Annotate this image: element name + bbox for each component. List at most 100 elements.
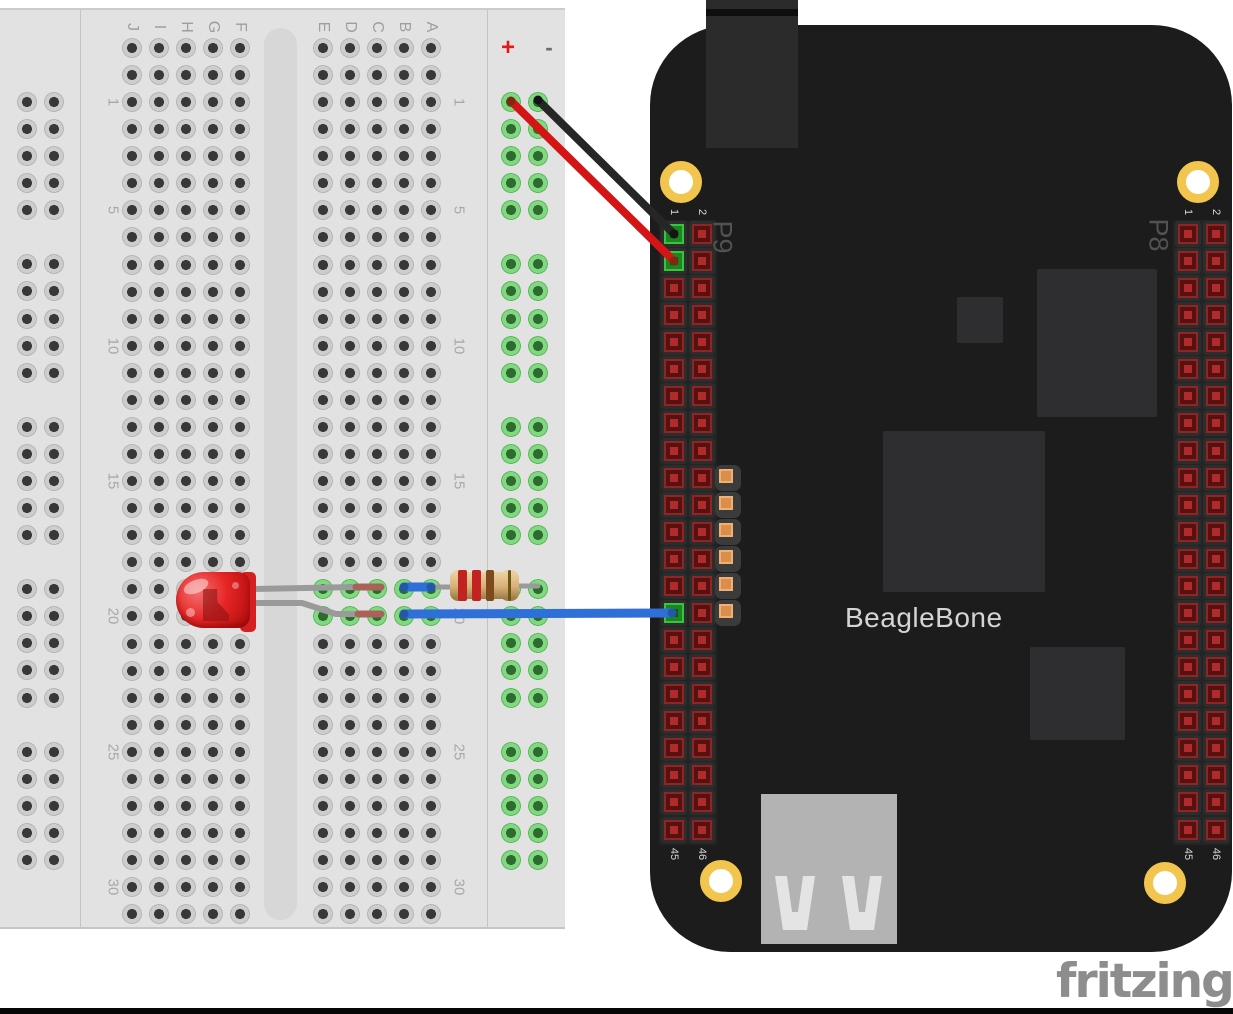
breadboard-hole[interactable] xyxy=(340,525,360,546)
rail-hole[interactable] xyxy=(17,498,37,519)
breadboard-hole[interactable] xyxy=(203,308,223,329)
p8-pin[interactable] xyxy=(1178,575,1198,596)
rail-hole[interactable] xyxy=(44,443,64,464)
breadboard-hole[interactable] xyxy=(203,904,223,925)
breadboard-hole[interactable] xyxy=(421,795,441,816)
breadboard-hole[interactable] xyxy=(122,335,142,356)
breadboard-hole[interactable] xyxy=(230,498,250,519)
breadboard-hole[interactable] xyxy=(367,308,387,329)
p9-pin[interactable] xyxy=(692,440,712,461)
rail-hole[interactable] xyxy=(501,768,521,789)
breadboard-hole[interactable] xyxy=(367,146,387,167)
breadboard-hole[interactable] xyxy=(421,200,441,221)
breadboard-hole[interactable] xyxy=(203,200,223,221)
breadboard-hole[interactable] xyxy=(367,850,387,871)
rail-hole[interactable] xyxy=(501,822,521,843)
rail-hole[interactable] xyxy=(17,687,37,708)
breadboard-hole[interactable] xyxy=(340,335,360,356)
breadboard-hole[interactable] xyxy=(176,633,196,654)
breadboard-hole[interactable] xyxy=(313,850,333,871)
breadboard-hole[interactable] xyxy=(176,65,196,86)
breadboard-hole[interactable] xyxy=(394,714,414,735)
breadboard-hole[interactable] xyxy=(313,552,333,573)
breadboard-hole[interactable] xyxy=(340,823,360,844)
breadboard-hole[interactable] xyxy=(149,146,169,167)
rail-hole[interactable] xyxy=(17,795,37,816)
breadboard-hole[interactable] xyxy=(149,606,169,627)
p8-pin[interactable] xyxy=(1178,440,1198,461)
breadboard-hole[interactable] xyxy=(122,904,142,925)
breadboard-hole[interactable] xyxy=(122,823,142,844)
breadboard-hole[interactable] xyxy=(230,254,250,275)
p9-pin[interactable] xyxy=(692,305,712,326)
breadboard-hole[interactable] xyxy=(230,38,250,58)
p9-pin[interactable] xyxy=(692,521,712,542)
rail-hole[interactable] xyxy=(44,254,64,275)
breadboard-hole[interactable] xyxy=(230,795,250,816)
breadboard-hole[interactable] xyxy=(230,335,250,356)
breadboard-hole[interactable] xyxy=(367,823,387,844)
breadboard-hole[interactable] xyxy=(340,768,360,789)
breadboard-hole[interactable] xyxy=(313,173,333,194)
breadboard-hole[interactable] xyxy=(203,795,223,816)
breadboard-hole[interactable] xyxy=(340,281,360,302)
breadboard-hole[interactable] xyxy=(313,254,333,275)
rail-hole[interactable] xyxy=(501,606,521,627)
p9-pin[interactable] xyxy=(692,332,712,353)
p8-pin[interactable] xyxy=(1178,657,1198,678)
breadboard-hole[interactable] xyxy=(203,525,223,546)
rail-hole[interactable] xyxy=(528,795,548,816)
breadboard-hole[interactable] xyxy=(230,877,250,898)
breadboard-hole[interactable] xyxy=(176,904,196,925)
rail-hole[interactable] xyxy=(44,498,64,519)
breadboard-hole[interactable] xyxy=(367,525,387,546)
rail-hole[interactable] xyxy=(501,660,521,681)
rail-hole[interactable] xyxy=(17,741,37,762)
p9-pin[interactable] xyxy=(664,765,684,786)
breadboard-hole[interactable] xyxy=(149,823,169,844)
breadboard-hole[interactable] xyxy=(122,795,142,816)
breadboard-hole[interactable] xyxy=(149,173,169,194)
p8-pin[interactable] xyxy=(1178,711,1198,732)
rail-hole[interactable] xyxy=(528,200,548,221)
p9-pin[interactable] xyxy=(664,359,684,380)
rail-hole[interactable] xyxy=(44,606,64,627)
breadboard-hole[interactable] xyxy=(176,525,196,546)
breadboard-hole[interactable] xyxy=(149,65,169,86)
breadboard-hole[interactable] xyxy=(367,660,387,681)
breadboard-hole[interactable] xyxy=(313,904,333,925)
p8-pin[interactable] xyxy=(1178,359,1198,380)
breadboard-hole[interactable] xyxy=(394,38,414,58)
rail-hole[interactable] xyxy=(44,146,64,167)
rail-hole[interactable] xyxy=(17,92,37,112)
breadboard-hole[interactable] xyxy=(149,471,169,492)
breadboard-hole[interactable] xyxy=(313,119,333,140)
rail-hole[interactable] xyxy=(528,525,548,546)
breadboard-hole[interactable] xyxy=(367,714,387,735)
breadboard-hole[interactable] xyxy=(421,471,441,492)
rail-hole[interactable] xyxy=(528,822,548,843)
p9-pin[interactable] xyxy=(692,711,712,732)
breadboard-hole[interactable] xyxy=(176,741,196,762)
rail-hole[interactable] xyxy=(528,443,548,464)
p9-pin[interactable] xyxy=(664,657,684,678)
breadboard-hole[interactable] xyxy=(149,904,169,925)
breadboard-hole[interactable] xyxy=(340,552,360,573)
breadboard-hole[interactable] xyxy=(394,471,414,492)
p8-pin[interactable] xyxy=(1178,738,1198,759)
breadboard-hole[interactable] xyxy=(149,389,169,410)
serial-header-pin[interactable] xyxy=(719,549,733,564)
breadboard-hole[interactable] xyxy=(340,200,360,221)
breadboard-hole[interactable] xyxy=(394,904,414,925)
breadboard-hole[interactable] xyxy=(230,714,250,735)
breadboard-hole[interactable] xyxy=(122,281,142,302)
breadboard-hole[interactable] xyxy=(203,38,223,58)
breadboard-hole[interactable] xyxy=(176,552,196,573)
breadboard-hole[interactable] xyxy=(394,498,414,519)
p9-pin[interactable] xyxy=(664,521,684,542)
p9-pin[interactable] xyxy=(664,738,684,759)
breadboard-hole[interactable] xyxy=(313,389,333,410)
rail-hole[interactable] xyxy=(44,849,64,870)
rail-hole[interactable] xyxy=(501,741,521,762)
p9-pin[interactable] xyxy=(664,494,684,515)
